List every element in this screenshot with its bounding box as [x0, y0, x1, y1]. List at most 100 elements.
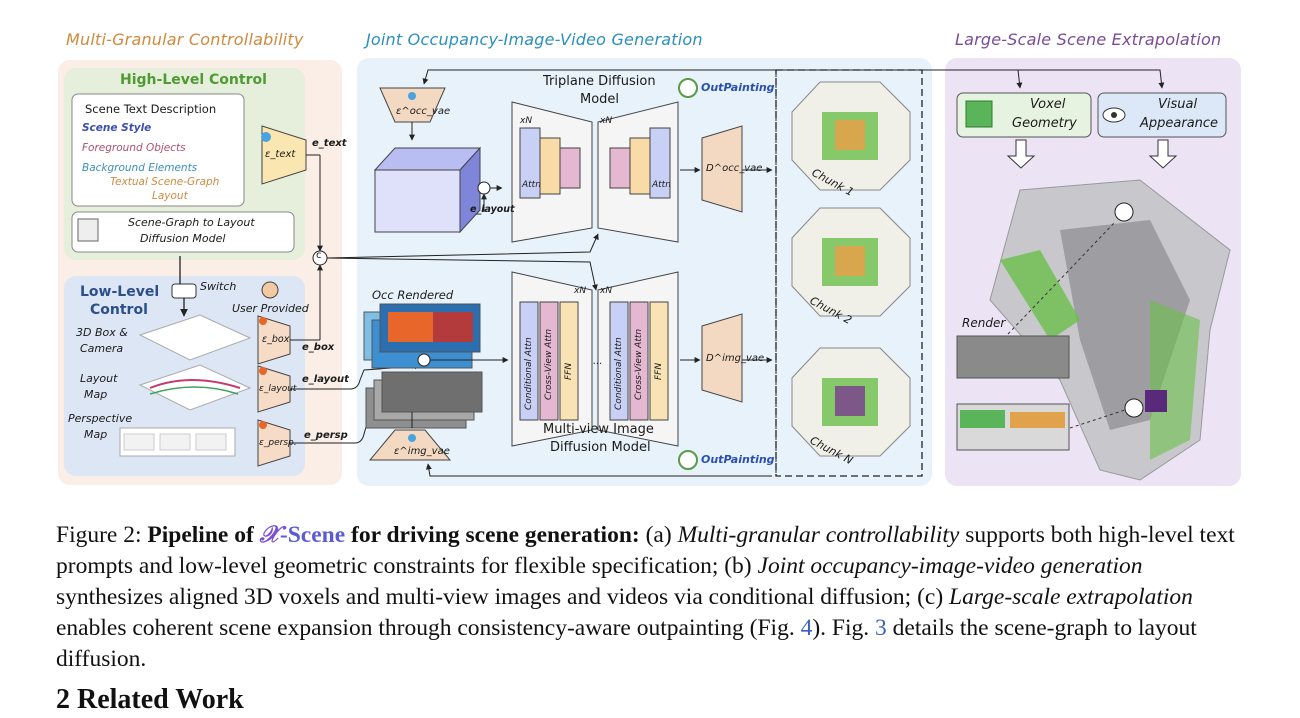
caption-scene: -Scene: [279, 522, 346, 548]
occ-encoder-label: ε^occ_vae: [396, 106, 451, 117]
multiview-xn-right: xN: [600, 286, 613, 296]
down-arrow-icon: [1006, 139, 1036, 169]
middle-section-title: Joint Occupancy-Image-Video Generation: [366, 30, 703, 49]
item-textual-scene-graph: Textual Scene-Graph: [110, 176, 220, 188]
persp-encoder-label: ε_persp.: [259, 438, 297, 448]
box-encoder-label: ε_box: [262, 334, 290, 345]
right-section-title: Large-Scale Scene Extrapolation: [955, 30, 1222, 49]
caption-part-c-italic: Large-scale extrapolation: [949, 584, 1193, 610]
persp-embed-label: e_persp: [304, 430, 348, 441]
caption-prefix: Figure 2:: [56, 522, 148, 548]
render-label: Render: [962, 316, 1006, 330]
figure-caption: Figure 2: Pipeline of 𝒳-Scene for drivin…: [56, 520, 1246, 675]
img-decoder-shape: [701, 313, 743, 403]
item-foreground-objects: Foreground Objects: [82, 142, 186, 154]
voxel-icon: [965, 100, 993, 128]
snowflake-icon: [261, 132, 271, 142]
multiview-title-2: Diffusion Model: [550, 440, 651, 455]
item-background-elements: Background Elements: [82, 162, 198, 174]
box-map-image: [138, 314, 252, 361]
low-level-title-1: Low-Level: [80, 284, 160, 300]
next-section-heading: 2 Related Work: [56, 684, 244, 715]
caption-ref-fig3[interactable]: 3: [875, 615, 887, 641]
multiview-ellipsis: ...: [593, 356, 603, 367]
box-label-2: Camera: [80, 342, 124, 355]
down-arrow-icon: [1148, 139, 1178, 169]
persp-label-2: Map: [84, 428, 108, 441]
visual-label-1: Visual: [1158, 97, 1198, 112]
layout-label-2: Map: [84, 388, 108, 401]
camera-icon: [1124, 398, 1144, 418]
layout-embed-label: e_layout: [302, 374, 349, 385]
triplane-front: [374, 169, 461, 233]
cond-attn-right: Conditional Attn: [614, 337, 624, 410]
box-encoder-shape: [257, 315, 291, 365]
caption-bold-a: Pipeline of: [147, 522, 260, 548]
caption-part-c-rest: enables coherent scene expansion through…: [56, 615, 801, 641]
add-circle: [477, 181, 491, 195]
scene-graph-box: [71, 211, 295, 253]
scene-text-title: Scene Text Description: [85, 102, 217, 116]
text-embed-label: e_text: [312, 138, 347, 149]
fire-icon: [259, 317, 267, 325]
caption-mid: ). Fig.: [812, 615, 876, 641]
occ-decoder-label: D^occ_vae: [706, 163, 763, 174]
visual-appearance-box: [1097, 92, 1227, 138]
switch-shape: [171, 283, 197, 299]
camera-icon: [1114, 202, 1134, 222]
switch-label: Switch: [200, 280, 237, 293]
layout-encoder-label: ε_layout: [259, 384, 297, 394]
box-label-1: 3D Box &: [76, 326, 128, 339]
text-encoder-label: ε_text: [265, 149, 296, 160]
sg-model-line2: Diffusion Model: [140, 232, 226, 245]
caption-part-a-label: (a): [639, 522, 678, 548]
user-provided-label: User Provided: [232, 302, 309, 315]
fire-icon: [259, 421, 267, 429]
outpainting-icon: [678, 450, 698, 470]
ffn-right: FFN: [654, 362, 664, 380]
caption-part-b-italic: Joint occupancy-image-video generation: [757, 553, 1143, 579]
text-encoder-shape: [261, 125, 307, 185]
caption-part-b-rest: synthesizes aligned 3D voxels and multi-…: [56, 584, 950, 610]
voxel-label-2: Geometry: [1012, 116, 1077, 131]
triplane-title-1: Triplane Diffusion: [543, 74, 656, 89]
multiview-title-1: Multi-view Image: [543, 422, 654, 437]
caption-part-a-rest: supports both high-level text prompts an…: [56, 522, 1235, 579]
voxel-label-1: Voxel: [1030, 97, 1066, 112]
outpainting-icon: [678, 78, 698, 98]
triplane-attn-right: Attn: [652, 180, 671, 190]
sg-model-line1: Scene-Graph to Layout: [128, 216, 255, 229]
caption-ref-fig4[interactable]: 4: [800, 615, 813, 641]
img-encoder-label: ε^img_vae: [394, 446, 450, 457]
ffn-left: FFN: [564, 362, 574, 380]
caption-x-symbol: 𝒳: [259, 522, 280, 548]
triplane-title-2: Model: [580, 92, 620, 107]
outpainting-top-label: OutPainting: [701, 81, 775, 94]
multiview-xn-left: xN: [574, 286, 587, 296]
concat-label: c: [316, 250, 322, 261]
high-level-title: High-Level Control: [120, 72, 267, 88]
joint-layout-embed: e_layout: [470, 204, 515, 215]
box-embed-label: e_box: [302, 342, 335, 353]
triplane-attn-left: Attn: [522, 180, 541, 190]
visual-label-2: Appearance: [1140, 116, 1219, 131]
fire-icon: [259, 367, 267, 375]
cross-attn-right: Cross-View Attn: [634, 328, 644, 400]
caption-end: details the scene-graph to layout diffus…: [56, 615, 1197, 672]
add-circle-img: [417, 353, 431, 367]
persp-encoder-shape: [257, 419, 291, 467]
triplane-xn-left: xN: [520, 116, 533, 126]
persp-label-1: Perspective: [68, 412, 133, 425]
item-scene-style: Scene Style: [82, 122, 152, 134]
occ-encoder-shape: [379, 87, 446, 123]
item-layout: Layout: [152, 190, 188, 202]
triplane-xn-right: xN: [600, 116, 613, 126]
cross-attn-left: Cross-View Attn: [544, 328, 554, 400]
outpainting-bottom-label: OutPainting: [701, 453, 775, 466]
left-section-title: Multi-Granular Controllability: [66, 30, 304, 49]
low-level-title-2: Control: [90, 302, 148, 318]
layout-encoder-shape: [257, 365, 291, 413]
caption-bold-b: for driving scene generation:: [345, 522, 640, 548]
cond-attn-left: Conditional Attn: [524, 337, 534, 410]
figure-graphics: [71, 69, 1231, 481]
